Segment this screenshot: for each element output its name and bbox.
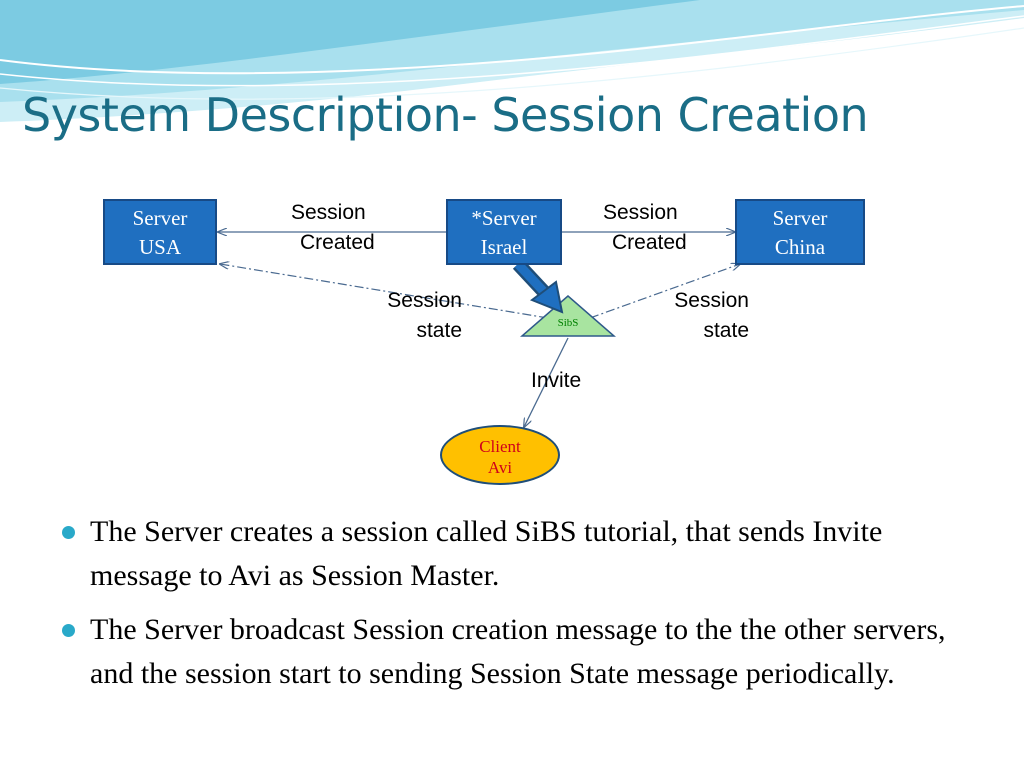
- slide-title: System Description- Session Creation: [22, 88, 869, 142]
- bullet-list: The Server creates a session called SiBS…: [60, 510, 990, 706]
- bullet-item: The Server creates a session called SiBS…: [60, 510, 990, 598]
- arrow-sibs-state-to-usa: [220, 264, 549, 319]
- server-usa-line2: USA: [138, 235, 181, 259]
- server-usa-box: Server USA: [103, 199, 217, 265]
- session-state-right-label: Session state: [655, 286, 749, 346]
- session-state-left-line1: Session: [387, 289, 462, 312]
- sibs-label: SibS: [557, 317, 579, 329]
- server-usa-line1: Server: [132, 206, 188, 230]
- server-israel-box: *Server Israel: [446, 199, 562, 265]
- sibs-triangle: [519, 295, 617, 337]
- arrow-sibs-state-to-china: [589, 264, 740, 319]
- session-state-right-line1: Session: [674, 289, 749, 312]
- session-created-left-label: Session Created: [291, 198, 375, 258]
- server-china-line1: Server: [772, 206, 828, 230]
- session-created-left-line1: Session: [291, 201, 366, 224]
- server-israel-line1: *Server: [471, 206, 537, 230]
- session-state-left-line2: state: [416, 319, 462, 342]
- invite-label: Invite: [531, 369, 582, 392]
- session-state-left-label: Session state: [368, 286, 462, 346]
- server-china-box: Server China: [735, 199, 865, 265]
- session-created-right-line1: Session: [603, 201, 678, 224]
- session-state-right-line2: state: [703, 319, 749, 342]
- server-israel-line2: Israel: [480, 235, 528, 259]
- session-created-right-line2: Created: [612, 231, 687, 254]
- client-line1: Client: [479, 437, 521, 456]
- israel-to-sibs-block-arrow: [512, 259, 564, 314]
- arrow-sibs-to-client: [524, 337, 569, 427]
- server-china-line2: China: [774, 235, 826, 259]
- header-wave-decoration: [0, 0, 1024, 122]
- bullet-item: The Server broadcast Session creation me…: [60, 608, 990, 696]
- session-created-left-line2: Created: [300, 231, 375, 254]
- session-created-right-label: Session Created: [603, 198, 687, 258]
- client-avi-ellipse: Client Avi: [440, 425, 560, 485]
- client-line2: Avi: [487, 458, 513, 477]
